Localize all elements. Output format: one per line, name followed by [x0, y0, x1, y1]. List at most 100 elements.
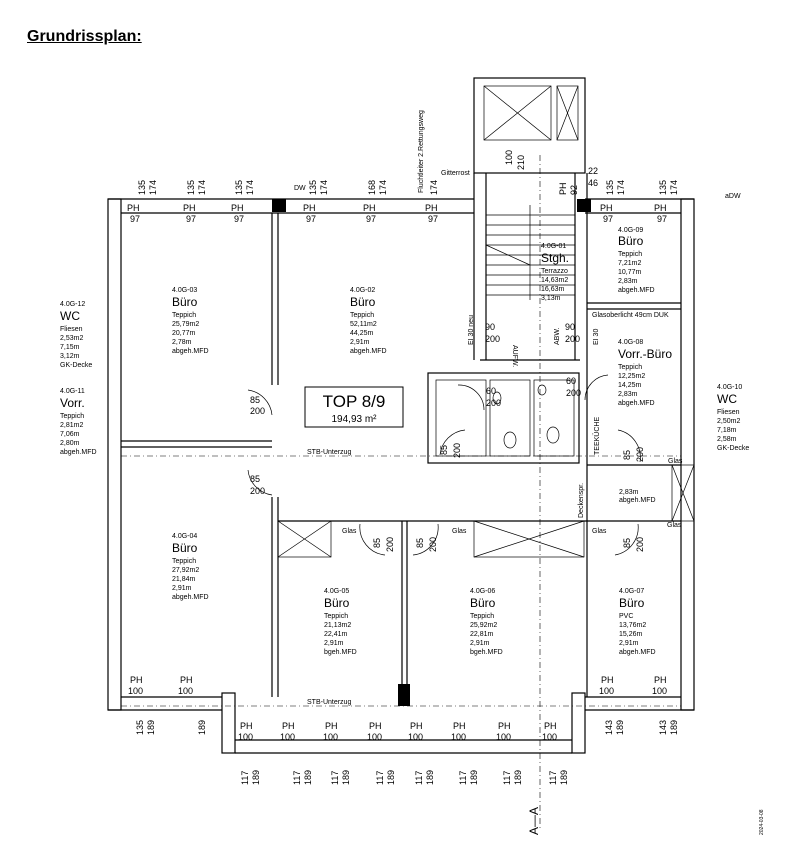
svg-text:Terrazzo: Terrazzo: [541, 268, 568, 275]
svg-text:189: 189: [303, 770, 313, 785]
svg-text:97: 97: [657, 214, 667, 224]
svg-text:117: 117: [292, 771, 302, 785]
svg-text:PH: PH: [325, 721, 338, 731]
svg-text:PH: PH: [654, 203, 667, 213]
svg-text:PH: PH: [369, 721, 382, 731]
svg-text:2,50m2: 2,50m2: [717, 418, 740, 425]
svg-text:25,92m2: 25,92m2: [470, 622, 497, 629]
svg-text:Büro: Büro: [172, 541, 198, 555]
svg-text:100: 100: [367, 732, 382, 742]
svg-text:Teppich: Teppich: [60, 413, 84, 420]
svg-text:3,13m: 3,13m: [541, 295, 561, 302]
date-stamp: 2024-03-08: [759, 809, 765, 835]
svg-text:PH: PH: [654, 675, 667, 685]
dw-label: DW: [294, 185, 306, 192]
door-dims: 85 200 85 200 90 200 90 200 60 200 60 20…: [250, 150, 645, 552]
stb-unterzug-label: STB-Unterzug: [307, 449, 351, 456]
svg-text:PH: PH: [453, 721, 466, 731]
svg-text:Büro: Büro: [324, 596, 350, 610]
stb-unterzug-label-bottom: STB-Unterzug: [307, 699, 351, 706]
svg-text:100: 100: [542, 732, 557, 742]
svg-text:PH: PH: [180, 675, 193, 685]
svg-text:100: 100: [652, 686, 667, 696]
svg-text:13,76m2: 13,76m2: [619, 622, 646, 629]
svg-text:100: 100: [280, 732, 295, 742]
room-4og-04: 4.0G-04 Büro Teppich 27,92m2 21,84m 2,91…: [172, 533, 209, 601]
glas-label-2: Glas: [452, 528, 467, 535]
svg-text:135: 135: [605, 180, 615, 195]
svg-text:16,63m: 16,63m: [541, 286, 565, 293]
svg-text:60: 60: [486, 386, 496, 396]
svg-text:GK-Decke: GK-Decke: [60, 362, 92, 369]
svg-text:210: 210: [516, 155, 526, 170]
svg-text:97: 97: [428, 214, 438, 224]
svg-text:97: 97: [186, 214, 196, 224]
svg-text:GK-Decke: GK-Decke: [717, 445, 749, 452]
svg-text:174: 174: [378, 180, 388, 195]
svg-text:189: 189: [251, 770, 261, 785]
svg-text:abgeh.MFD: abgeh.MFD: [619, 649, 656, 656]
svg-text:85: 85: [415, 538, 425, 548]
svg-text:4.0G-02: 4.0G-02: [350, 287, 375, 294]
svg-text:abgeh.MFD: abgeh.MFD: [60, 449, 97, 456]
svg-text:7,18m: 7,18m: [717, 427, 737, 434]
svg-text:abgeh.MFD: abgeh.MFD: [618, 287, 655, 294]
svg-text:117: 117: [414, 771, 424, 785]
svg-text:117: 117: [330, 771, 340, 785]
svg-text:100: 100: [238, 732, 253, 742]
svg-text:20,77m: 20,77m: [172, 330, 196, 337]
svg-text:4.0G-05: 4.0G-05: [324, 588, 349, 595]
wc-block: [427, 372, 580, 464]
svg-text:189: 189: [669, 720, 679, 735]
svg-text:174: 174: [429, 180, 439, 195]
svg-text:117: 117: [458, 771, 468, 785]
svg-text:PH: PH: [363, 203, 376, 213]
room-4og-08: 4.0G-08 Vorr.-Büro Teppich 12,25m2 14,25…: [618, 339, 672, 407]
svg-text:200: 200: [566, 388, 581, 398]
svg-text:97: 97: [366, 214, 376, 224]
svg-text:2,53m2: 2,53m2: [60, 335, 83, 342]
svg-text:abgeh.MFD: abgeh.MFD: [172, 594, 209, 601]
svg-text:Büro: Büro: [470, 596, 496, 610]
outer-walls: [107, 198, 695, 754]
svg-text:85: 85: [250, 474, 260, 484]
svg-text:Büro: Büro: [619, 596, 645, 610]
svg-text:PH: PH: [231, 203, 244, 213]
svg-text:2,91m: 2,91m: [470, 640, 490, 647]
svg-text:PVC: PVC: [619, 613, 633, 620]
svg-text:117: 117: [548, 771, 558, 785]
svg-text:10,77m: 10,77m: [618, 269, 642, 276]
room-4og-01: 4.0G-01 Stgh. Terrazzo 14,63m2 16,63m 3,…: [541, 243, 569, 302]
svg-text:100: 100: [323, 732, 338, 742]
svg-text:3,12m: 3,12m: [60, 353, 80, 360]
room-4og-03: 4.0G-03 Büro Teppich 25,79m2 20,77m 2,78…: [172, 287, 209, 355]
aufw-label: AUFW.: [511, 345, 518, 367]
hallway-height: 2,83m: [619, 489, 639, 496]
svg-text:46: 46: [588, 178, 598, 188]
svg-text:4.0G-06: 4.0G-06: [470, 588, 495, 595]
svg-text:2,83m: 2,83m: [618, 391, 638, 398]
svg-text:7,06m: 7,06m: [60, 431, 80, 438]
svg-text:PH: PH: [544, 721, 557, 731]
svg-text:15,26m: 15,26m: [619, 631, 643, 638]
svg-text:Teppich: Teppich: [324, 613, 348, 620]
svg-text:60: 60: [566, 376, 576, 386]
svg-text:189: 189: [386, 770, 396, 785]
svg-text:189: 189: [559, 770, 569, 785]
svg-text:200: 200: [452, 443, 462, 458]
svg-text:PH: PH: [183, 203, 196, 213]
svg-text:4.0G-09: 4.0G-09: [618, 227, 643, 234]
svg-text:PH: PH: [410, 721, 423, 731]
svg-text:200: 200: [428, 537, 438, 552]
svg-text:135: 135: [658, 180, 668, 195]
svg-text:90: 90: [565, 322, 575, 332]
svg-text:abgeh.MFD: abgeh.MFD: [172, 348, 209, 355]
abw-label: ABW.: [554, 327, 561, 345]
room-4og-07: 4.0G-07 Büro PVC 13,76m2 15,26m 2,91m ab…: [619, 588, 656, 656]
svg-text:117: 117: [240, 771, 250, 785]
svg-text:4.0G-10: 4.0G-10: [717, 384, 742, 391]
gitterrost-label: Gitterrost: [441, 170, 470, 177]
interior-walls: [121, 213, 695, 697]
svg-text:200: 200: [250, 406, 265, 416]
svg-text:174: 174: [197, 180, 207, 195]
